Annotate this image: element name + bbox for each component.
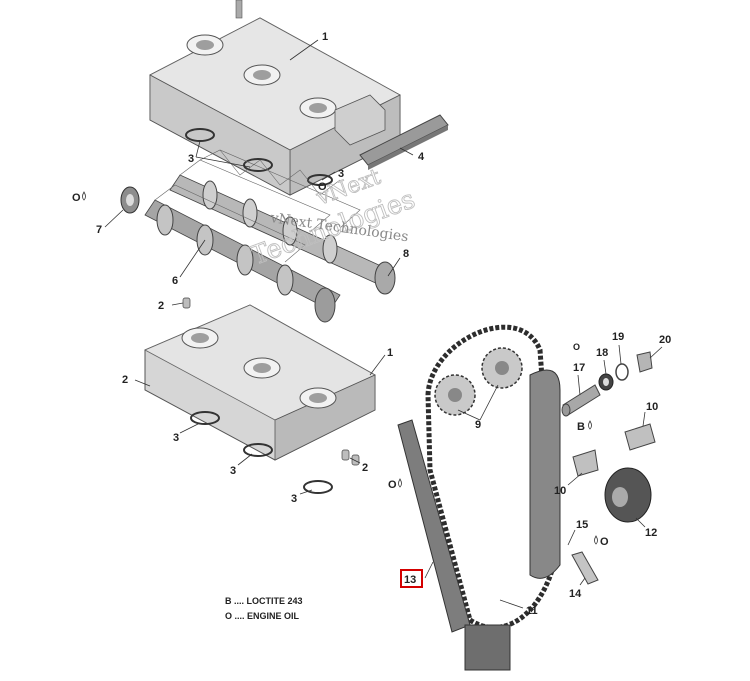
engine-oil-symbol-3: O xyxy=(388,478,402,491)
guide-bolt xyxy=(571,551,599,585)
svg-text:B: B xyxy=(577,421,585,433)
fixed-chain-guide xyxy=(529,369,561,579)
callout-14: 14 xyxy=(569,588,582,600)
callout-7: 7 xyxy=(96,224,102,236)
callout-13: 13 xyxy=(404,574,416,586)
svg-text:O: O xyxy=(72,192,81,204)
callout-10-b: 10 xyxy=(554,485,566,497)
callout-3-c: 3 xyxy=(173,432,179,444)
callout-8: 8 xyxy=(403,248,409,260)
engine-oil-symbol-4: O xyxy=(594,535,609,548)
o-ring-bottom-3 xyxy=(303,480,333,494)
callout-2-a: 2 xyxy=(158,300,164,312)
callout-3-b: 3 xyxy=(338,168,344,180)
callout-20: 20 xyxy=(659,334,671,346)
callout-1-top: 1 xyxy=(322,31,328,43)
chain-guide-bar xyxy=(359,114,449,170)
crankshaft-sprocket xyxy=(464,624,511,671)
timing-chain xyxy=(425,324,558,630)
callout-3-a: 3 xyxy=(188,153,194,165)
callout-6: 6 xyxy=(172,275,178,287)
tensioner-seal-ring xyxy=(598,373,614,391)
sprocket-bolt-lower xyxy=(572,449,599,477)
svg-text:O: O xyxy=(388,479,397,491)
legend-loctite: B .... LOCTITE 243 xyxy=(225,596,303,606)
callout-2-b: 2 xyxy=(122,374,128,386)
sprocket-bolt-upper xyxy=(624,423,656,451)
callout-11: 11 xyxy=(526,605,538,617)
dowel-pin-3 xyxy=(341,449,360,466)
dowel-pin-1 xyxy=(182,297,191,309)
camshaft-seal xyxy=(120,186,140,214)
callout-18: 18 xyxy=(596,347,608,359)
legend-engine-oil: O .... ENGINE OIL xyxy=(225,611,300,621)
svg-text:O: O xyxy=(573,342,580,352)
svg-text:O: O xyxy=(600,536,609,548)
camshaft-sprockets xyxy=(434,347,523,416)
callout-3-e: 3 xyxy=(291,493,297,505)
camshaft-housing-upper xyxy=(149,0,401,196)
loctite-symbol: B xyxy=(577,420,592,433)
chain-tensioner-plunger xyxy=(561,384,601,417)
callout-1-bottom: 1 xyxy=(387,347,393,359)
callout-2-c: 2 xyxy=(362,462,368,474)
trigger-wheel xyxy=(604,467,652,523)
engine-oil-symbol-2: O xyxy=(318,181,327,193)
engine-oil-symbol-5: O xyxy=(573,342,580,352)
callout-12: 12 xyxy=(645,527,657,539)
o-ring-top-2 xyxy=(243,158,273,172)
callout-13-highlight: 13 xyxy=(400,569,423,588)
callout-17: 17 xyxy=(573,362,585,374)
leader-lines xyxy=(104,39,663,609)
callout-9: 9 xyxy=(475,419,481,431)
o-ring-bottom-2 xyxy=(243,443,273,457)
camshaft-front xyxy=(144,199,341,323)
camshaft-housing-lower xyxy=(144,304,376,461)
callout-10-a: 10 xyxy=(646,401,658,413)
callout-3-d: 3 xyxy=(230,465,236,477)
callout-19: 19 xyxy=(612,331,624,343)
svg-text:O: O xyxy=(318,181,327,193)
engine-oil-symbol-1: O xyxy=(72,191,86,204)
tensioner-washer xyxy=(615,363,629,381)
tensioner-guide xyxy=(397,419,471,633)
assembly-wireframe xyxy=(154,149,361,263)
o-ring-bottom-1 xyxy=(190,411,220,425)
camshaft-rear xyxy=(169,174,396,295)
callout-4: 4 xyxy=(418,151,425,163)
tensioner-plug xyxy=(636,351,653,373)
callout-15: 15 xyxy=(576,519,588,531)
